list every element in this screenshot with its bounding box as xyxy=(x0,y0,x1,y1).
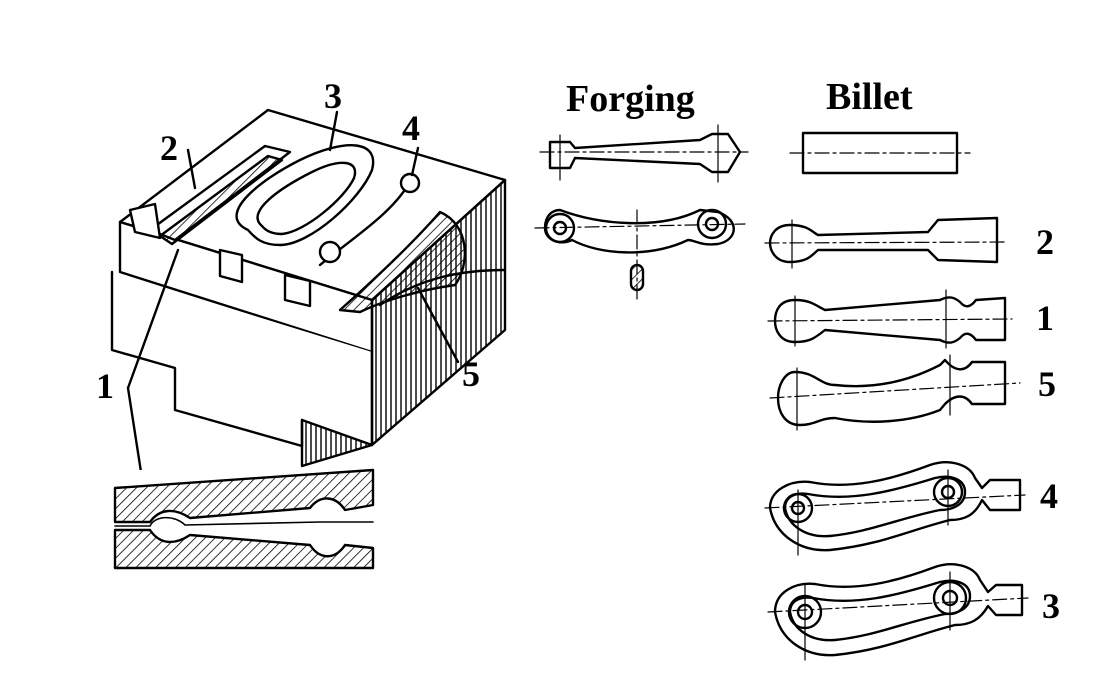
die-label-2: 2 xyxy=(160,128,178,168)
forging-header: Forging xyxy=(566,78,695,120)
stage-4-blank xyxy=(764,461,1026,556)
stage-label-1: 1 xyxy=(1036,298,1054,338)
die-block xyxy=(110,108,507,532)
stage-label-3: 3 xyxy=(1042,586,1060,626)
die-label-1: 1 xyxy=(96,366,114,406)
die-section-view xyxy=(113,468,375,570)
billet-header: Billet xyxy=(826,76,913,118)
stage-5-blank xyxy=(769,354,1021,431)
billet-bar xyxy=(789,131,971,175)
stage-1-blank xyxy=(767,289,1013,349)
die-label-3: 3 xyxy=(324,76,342,116)
stage-3-blank xyxy=(767,563,1029,661)
stage-2-blank xyxy=(764,216,1006,269)
die-label-4: 4 xyxy=(402,108,420,148)
die-label-5: 5 xyxy=(462,354,480,394)
stage-label-2: 2 xyxy=(1036,222,1054,262)
forging-views xyxy=(534,124,749,301)
stage-label-5: 5 xyxy=(1038,364,1056,404)
stage-label-4: 4 xyxy=(1040,476,1058,516)
